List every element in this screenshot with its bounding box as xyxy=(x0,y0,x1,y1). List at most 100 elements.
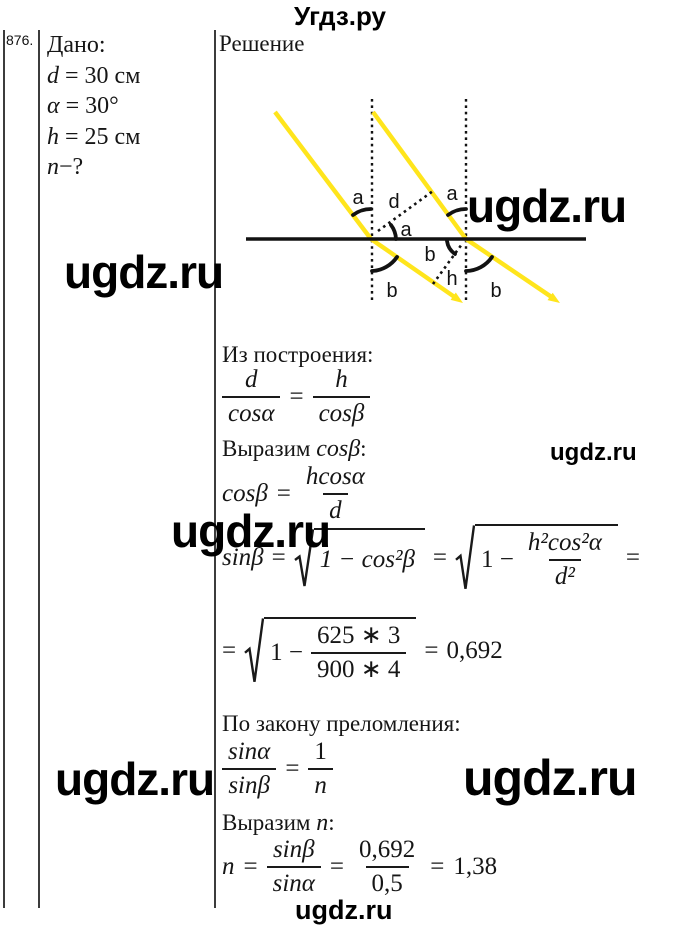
equals-sign: = xyxy=(285,755,300,782)
denominator: cosα xyxy=(222,396,281,428)
problem-number: 876. xyxy=(6,32,34,48)
express-n-text: Выразим n: xyxy=(222,810,335,837)
given-var: n xyxy=(47,154,59,180)
angle-arc-b1 xyxy=(370,255,399,273)
label-alpha-3: a xyxy=(400,219,412,241)
given-line: α = 30° xyxy=(47,91,207,122)
numerator: 0,692 xyxy=(359,836,416,863)
given-value: = 30° xyxy=(59,93,119,119)
denominator: d xyxy=(323,493,348,525)
sqrt-expression: 1 − 625 ∗ 3 900 ∗ 4 xyxy=(244,617,417,684)
label-d: d xyxy=(388,191,399,213)
label-alpha-2: a xyxy=(446,183,458,205)
radical-sign xyxy=(455,524,475,591)
table-border-left xyxy=(3,30,5,908)
lhs: cosβ xyxy=(222,480,268,507)
one-minus: 1 − xyxy=(481,546,514,573)
denominator: cosβ xyxy=(312,396,371,428)
math-var: cosβ xyxy=(316,436,361,462)
refracted-ray-1 xyxy=(369,237,458,300)
fraction: 1 n xyxy=(308,738,333,800)
watermark: ugdz.ru xyxy=(171,505,331,557)
formula-snell-law: sinα sinβ = 1 n xyxy=(222,738,333,800)
fraction: hcosα d xyxy=(300,463,371,525)
table-border-middle xyxy=(214,30,216,908)
equals-sign: = xyxy=(289,383,304,410)
label-beta-1: b xyxy=(386,280,397,302)
equals-sign: = xyxy=(625,543,640,571)
watermark: ugdz.ru xyxy=(550,439,637,466)
fraction: 625 ∗ 3 900 ∗ 4 xyxy=(310,622,407,684)
fraction: h cosβ xyxy=(312,366,371,428)
given-section: Дано: d = 30 см α = 30° h = 25 см n−? xyxy=(47,30,207,183)
d-distance-line xyxy=(377,189,434,233)
given-var: α xyxy=(47,93,60,119)
radical-sign xyxy=(244,617,264,684)
given-value: = 30 см xyxy=(59,62,141,89)
angle-arc-a1 xyxy=(351,207,373,217)
formula-sin-beta: sinβ = 1 − cos²β = 1 − h²cos²α d² = xyxy=(222,524,640,591)
denominator: d² xyxy=(548,559,581,591)
numerator: hcosα xyxy=(305,463,365,490)
formula-d-over-cos: d cosα = h cosβ xyxy=(222,366,371,428)
result-value: 0,692 xyxy=(446,636,503,664)
denominator: 900 ∗ 4 xyxy=(310,652,407,684)
equals-sign: = xyxy=(424,636,439,664)
denominator: sinβ xyxy=(222,768,276,800)
equals-sign: = xyxy=(276,480,291,507)
equals-sign: = xyxy=(222,636,237,664)
given-title: Дано: xyxy=(47,32,106,58)
watermark: ugdz.ru xyxy=(463,750,638,806)
lhs: n xyxy=(222,853,235,880)
given-value: −? xyxy=(59,154,84,180)
formula-numeric-sqrt: = 1 − 625 ∗ 3 900 ∗ 4 = 0,692 xyxy=(222,617,503,684)
h-distance-line xyxy=(431,243,464,285)
denominator: sinα xyxy=(266,866,321,898)
equals-sign: = xyxy=(243,853,258,880)
formula-cos-beta: cosβ = hcosα d xyxy=(222,463,371,525)
sqrt-expression: 1 − cos²β xyxy=(294,527,425,588)
given-line: n−? xyxy=(47,152,207,183)
numerator: 1 xyxy=(314,738,327,765)
fraction: d cosα xyxy=(222,366,281,428)
equals-sign: = xyxy=(329,853,345,880)
label-alpha-1: a xyxy=(352,187,364,209)
given-var: h xyxy=(47,123,59,150)
numerator: h²cos²α xyxy=(527,529,602,556)
watermark: ugdz.ru xyxy=(55,753,215,805)
text: : xyxy=(360,436,367,461)
label-h: h xyxy=(446,268,457,290)
text: Выразим xyxy=(222,810,317,835)
from-construction-text: Из построения: xyxy=(222,342,374,367)
angle-arc-b3 xyxy=(464,255,494,273)
label-beta-3: b xyxy=(490,280,501,302)
solution-title: Решение xyxy=(219,31,305,56)
angle-arc-a3 xyxy=(389,223,398,241)
fraction: 0,692 0,5 xyxy=(353,836,421,898)
equals-sign: = xyxy=(271,543,286,571)
angle-arc-b2 xyxy=(445,239,457,256)
incident-ray-1 xyxy=(273,110,373,241)
angle-arc-a2 xyxy=(446,207,468,217)
denominator: 0,5 xyxy=(365,866,409,898)
numerator: 625 ∗ 3 xyxy=(316,622,401,649)
numerator: sinβ xyxy=(272,836,315,863)
numerator: sinα xyxy=(228,738,271,765)
given-line: d = 30 см xyxy=(47,61,207,92)
math-var: n xyxy=(316,810,329,836)
equals-sign: = xyxy=(432,543,448,571)
formula-n-result: n = sinβ sinα = 0,692 0,5 = 1,38 xyxy=(222,836,497,898)
arrowhead-1 xyxy=(450,292,463,303)
equals-sign: = xyxy=(430,853,445,880)
numerator: d xyxy=(244,366,258,393)
fraction: h²cos²α d² xyxy=(522,529,608,591)
express-cos-beta-text: Выразим cosβ: xyxy=(222,436,367,463)
given-value: = 25 см xyxy=(59,123,141,150)
fraction: sinβ sinα xyxy=(266,836,321,898)
result-value: 1,38 xyxy=(453,853,498,880)
radicand: 1 − cos²β xyxy=(319,546,415,573)
given-line: h = 25 см xyxy=(47,122,207,153)
radical-sign xyxy=(294,528,314,588)
fraction: sinα sinβ xyxy=(222,738,276,800)
watermark: ugdz.ru xyxy=(467,180,627,232)
